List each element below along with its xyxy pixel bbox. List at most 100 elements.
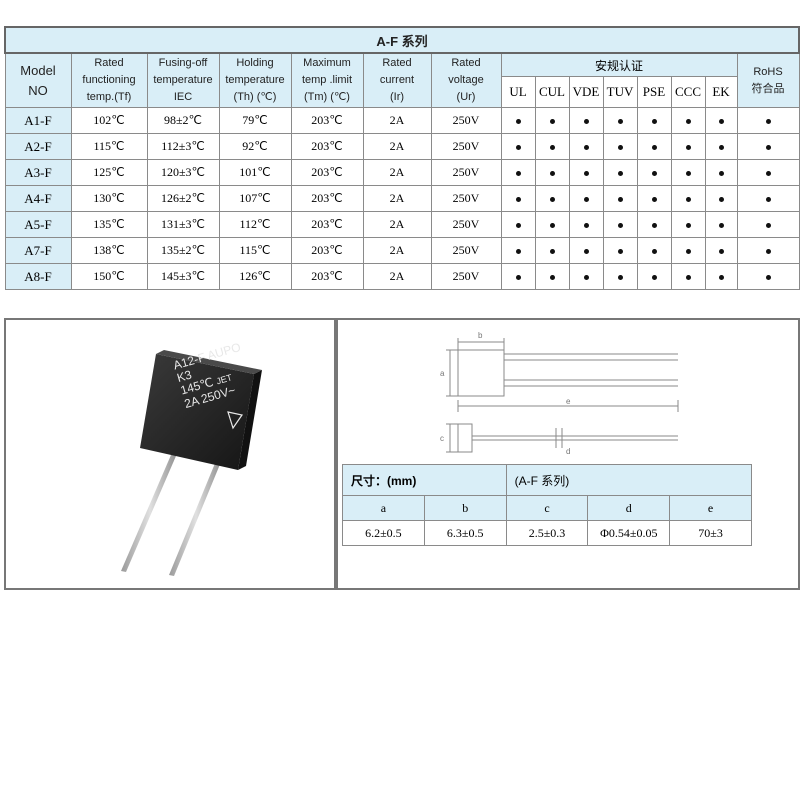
header-safety-cert: 安规认证 [500, 52, 738, 77]
drawing-label-b: b [478, 331, 483, 340]
rohs-mark [736, 133, 800, 160]
dim-letter-b: b [423, 495, 507, 521]
cert-mark [602, 107, 638, 134]
rohs-mark [736, 185, 800, 212]
cert-mark [636, 133, 672, 160]
ur-cell: 250V [430, 133, 502, 160]
dot-marker [651, 145, 657, 150]
dot-marker [583, 119, 589, 124]
fuse-body [140, 350, 262, 470]
cert-mark [636, 159, 672, 186]
dim-value-e: 70±3 [669, 520, 752, 546]
cert-mark [602, 211, 638, 238]
cert-tuv: TUV [602, 76, 638, 108]
dot-marker [617, 223, 623, 228]
dim-letter-d: d [587, 495, 671, 521]
tm-cell: 203℃ [290, 107, 364, 134]
dimension-letter-row: a b c d e [342, 495, 752, 521]
dot-marker [765, 249, 771, 254]
cert-mark [534, 107, 570, 134]
dot-marker [651, 223, 657, 228]
ur-cell: 250V [430, 263, 502, 290]
cert-pse: PSE [636, 76, 672, 108]
ir-cell: 2A [362, 159, 432, 186]
dot-marker [718, 275, 724, 280]
cert-mark [636, 211, 672, 238]
tf-cell: 130℃ [70, 185, 148, 212]
cert-mark [534, 237, 570, 264]
drawing-label-e: e [566, 397, 571, 406]
product-photo-panel: A12-F AUPO K3 145℃ JET 2A 250V~ [4, 318, 336, 590]
cert-mark [704, 107, 738, 134]
dot-marker [617, 249, 623, 254]
ur-cell: 250V [430, 107, 502, 134]
dim-value-b: 6.3±0.5 [423, 520, 507, 546]
table-row: A1-F 102℃ 98±2℃ 79℃ 203℃ 2A 250V [4, 107, 800, 134]
ur-cell: 250V [430, 211, 502, 238]
tm-cell: 203℃ [290, 185, 364, 212]
tf-cell: 138℃ [70, 237, 148, 264]
dot-marker [549, 171, 555, 176]
dimension-header-row: 尺寸：(mm) (A-F 系列) [342, 464, 753, 496]
th-cell: 92℃ [218, 133, 292, 160]
dot-marker [685, 145, 691, 150]
cert-mark [670, 185, 706, 212]
ir-cell: 2A [362, 133, 432, 160]
table-row: A7-F 138℃ 135±2℃ 115℃ 203℃ 2A 250V [4, 237, 800, 264]
dot-marker [685, 197, 691, 202]
cert-mark [670, 211, 706, 238]
table-row: A8-F 150℃ 145±3℃ 126℃ 203℃ 2A 250V [4, 263, 800, 290]
cert-mark [704, 263, 738, 290]
th-cell: 115℃ [218, 237, 292, 264]
tf-cell: 135℃ [70, 211, 148, 238]
cert-mark [500, 107, 536, 134]
dot-marker [685, 223, 691, 228]
cert-mark [534, 159, 570, 186]
cert-mark [636, 237, 672, 264]
cert-mark [602, 185, 638, 212]
dot-marker [765, 223, 771, 228]
dimension-drawing-panel: b a e c d 尺寸：(mm) (A-F 系列) a b c d e 6.2… [336, 318, 800, 590]
table-row: A4-F 130℃ 126±2℃ 107℃ 203℃ 2A 250V [4, 185, 800, 212]
drawing-label-d: d [566, 447, 570, 456]
dot-marker [583, 197, 589, 202]
dot-marker [515, 275, 521, 280]
dot-marker [515, 249, 521, 254]
fuse-cell: 98±2℃ [146, 107, 220, 134]
table-row: A2-F 115℃ 112±3℃ 92℃ 203℃ 2A 250V [4, 133, 800, 160]
cert-mark [500, 263, 536, 290]
th-cell: 101℃ [218, 159, 292, 186]
rohs-mark [736, 107, 800, 134]
dot-marker [549, 145, 555, 150]
dot-marker [685, 249, 691, 254]
dot-marker [651, 275, 657, 280]
ir-cell: 2A [362, 211, 432, 238]
dot-marker [583, 223, 589, 228]
rohs-mark [736, 159, 800, 186]
cert-vde: VDE [568, 76, 604, 108]
rohs-mark [736, 263, 800, 290]
thermal-fuse-illustration [121, 350, 262, 576]
safety-mark-icon [227, 411, 244, 430]
dot-marker [718, 197, 724, 202]
ir-cell: 2A [362, 185, 432, 212]
dimension-drawing: b a e c d [440, 331, 679, 456]
dimension-value-row: 6.2±0.5 6.3±0.5 2.5±0.3 Φ0.54±0.05 70±3 [342, 520, 752, 546]
cert-mark [670, 159, 706, 186]
cert-mark [568, 107, 604, 134]
dot-marker [515, 119, 521, 124]
dim-letter-e: e [669, 495, 752, 521]
cert-mark [670, 107, 706, 134]
cert-mark [670, 133, 706, 160]
dot-marker [718, 145, 724, 150]
dot-marker [583, 275, 589, 280]
dot-marker [549, 119, 555, 124]
dot-marker [515, 223, 521, 228]
fuse-lead-left [121, 448, 179, 572]
cert-ccc: CCC [670, 76, 706, 108]
